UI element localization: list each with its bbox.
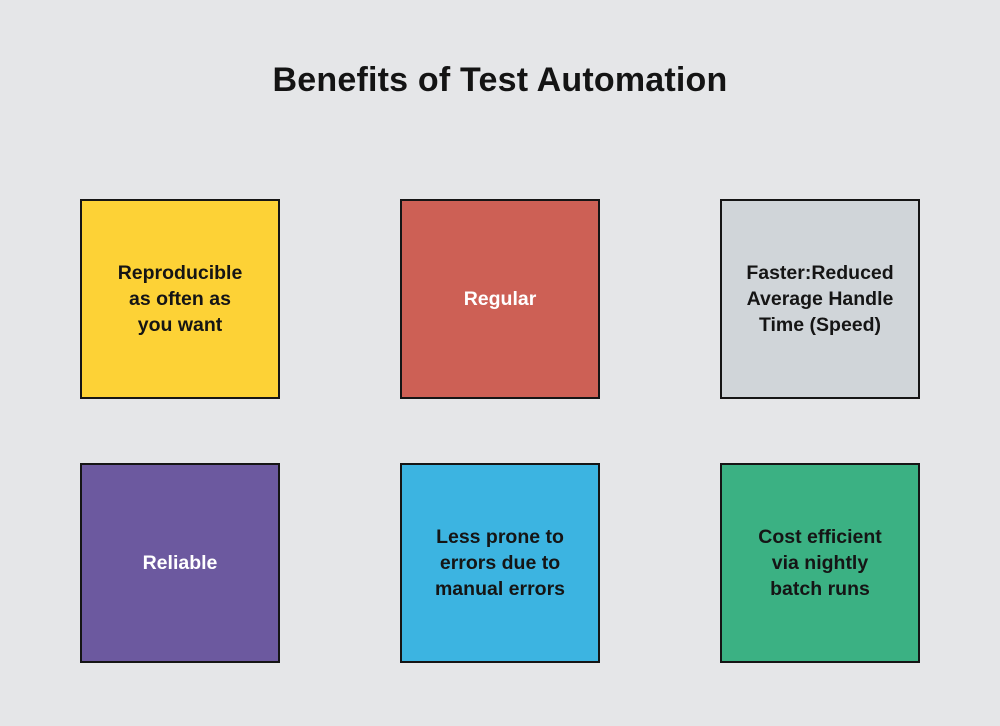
- benefit-card-label: Faster:Reduced Average Handle Time (Spee…: [746, 262, 894, 336]
- benefit-card-label: Cost efficient via nightly batch runs: [758, 526, 882, 600]
- benefit-card-label: Reliable: [142, 552, 218, 574]
- benefit-card-reproducible[interactable]: Reproducible as often as you want: [80, 199, 280, 399]
- benefit-card-faster-reduced-aht[interactable]: Faster:Reduced Average Handle Time (Spee…: [720, 199, 920, 399]
- benefit-card-less-prone-to-errors[interactable]: Less prone to errors due to manual error…: [400, 463, 600, 663]
- benefit-card-reliable[interactable]: Reliable: [80, 463, 280, 663]
- benefits-card-grid: Reproducible as often as you want Regula…: [80, 199, 920, 663]
- benefit-card-label: Less prone to errors due to manual error…: [434, 526, 566, 600]
- benefit-card-label: Reproducible as often as you want: [117, 262, 243, 336]
- benefit-card-label: Regular: [463, 288, 537, 310]
- benefit-card-cost-efficient[interactable]: Cost efficient via nightly batch runs: [720, 463, 920, 663]
- benefit-card-regular[interactable]: Regular: [400, 199, 600, 399]
- page-title: Benefits of Test Automation: [272, 61, 728, 99]
